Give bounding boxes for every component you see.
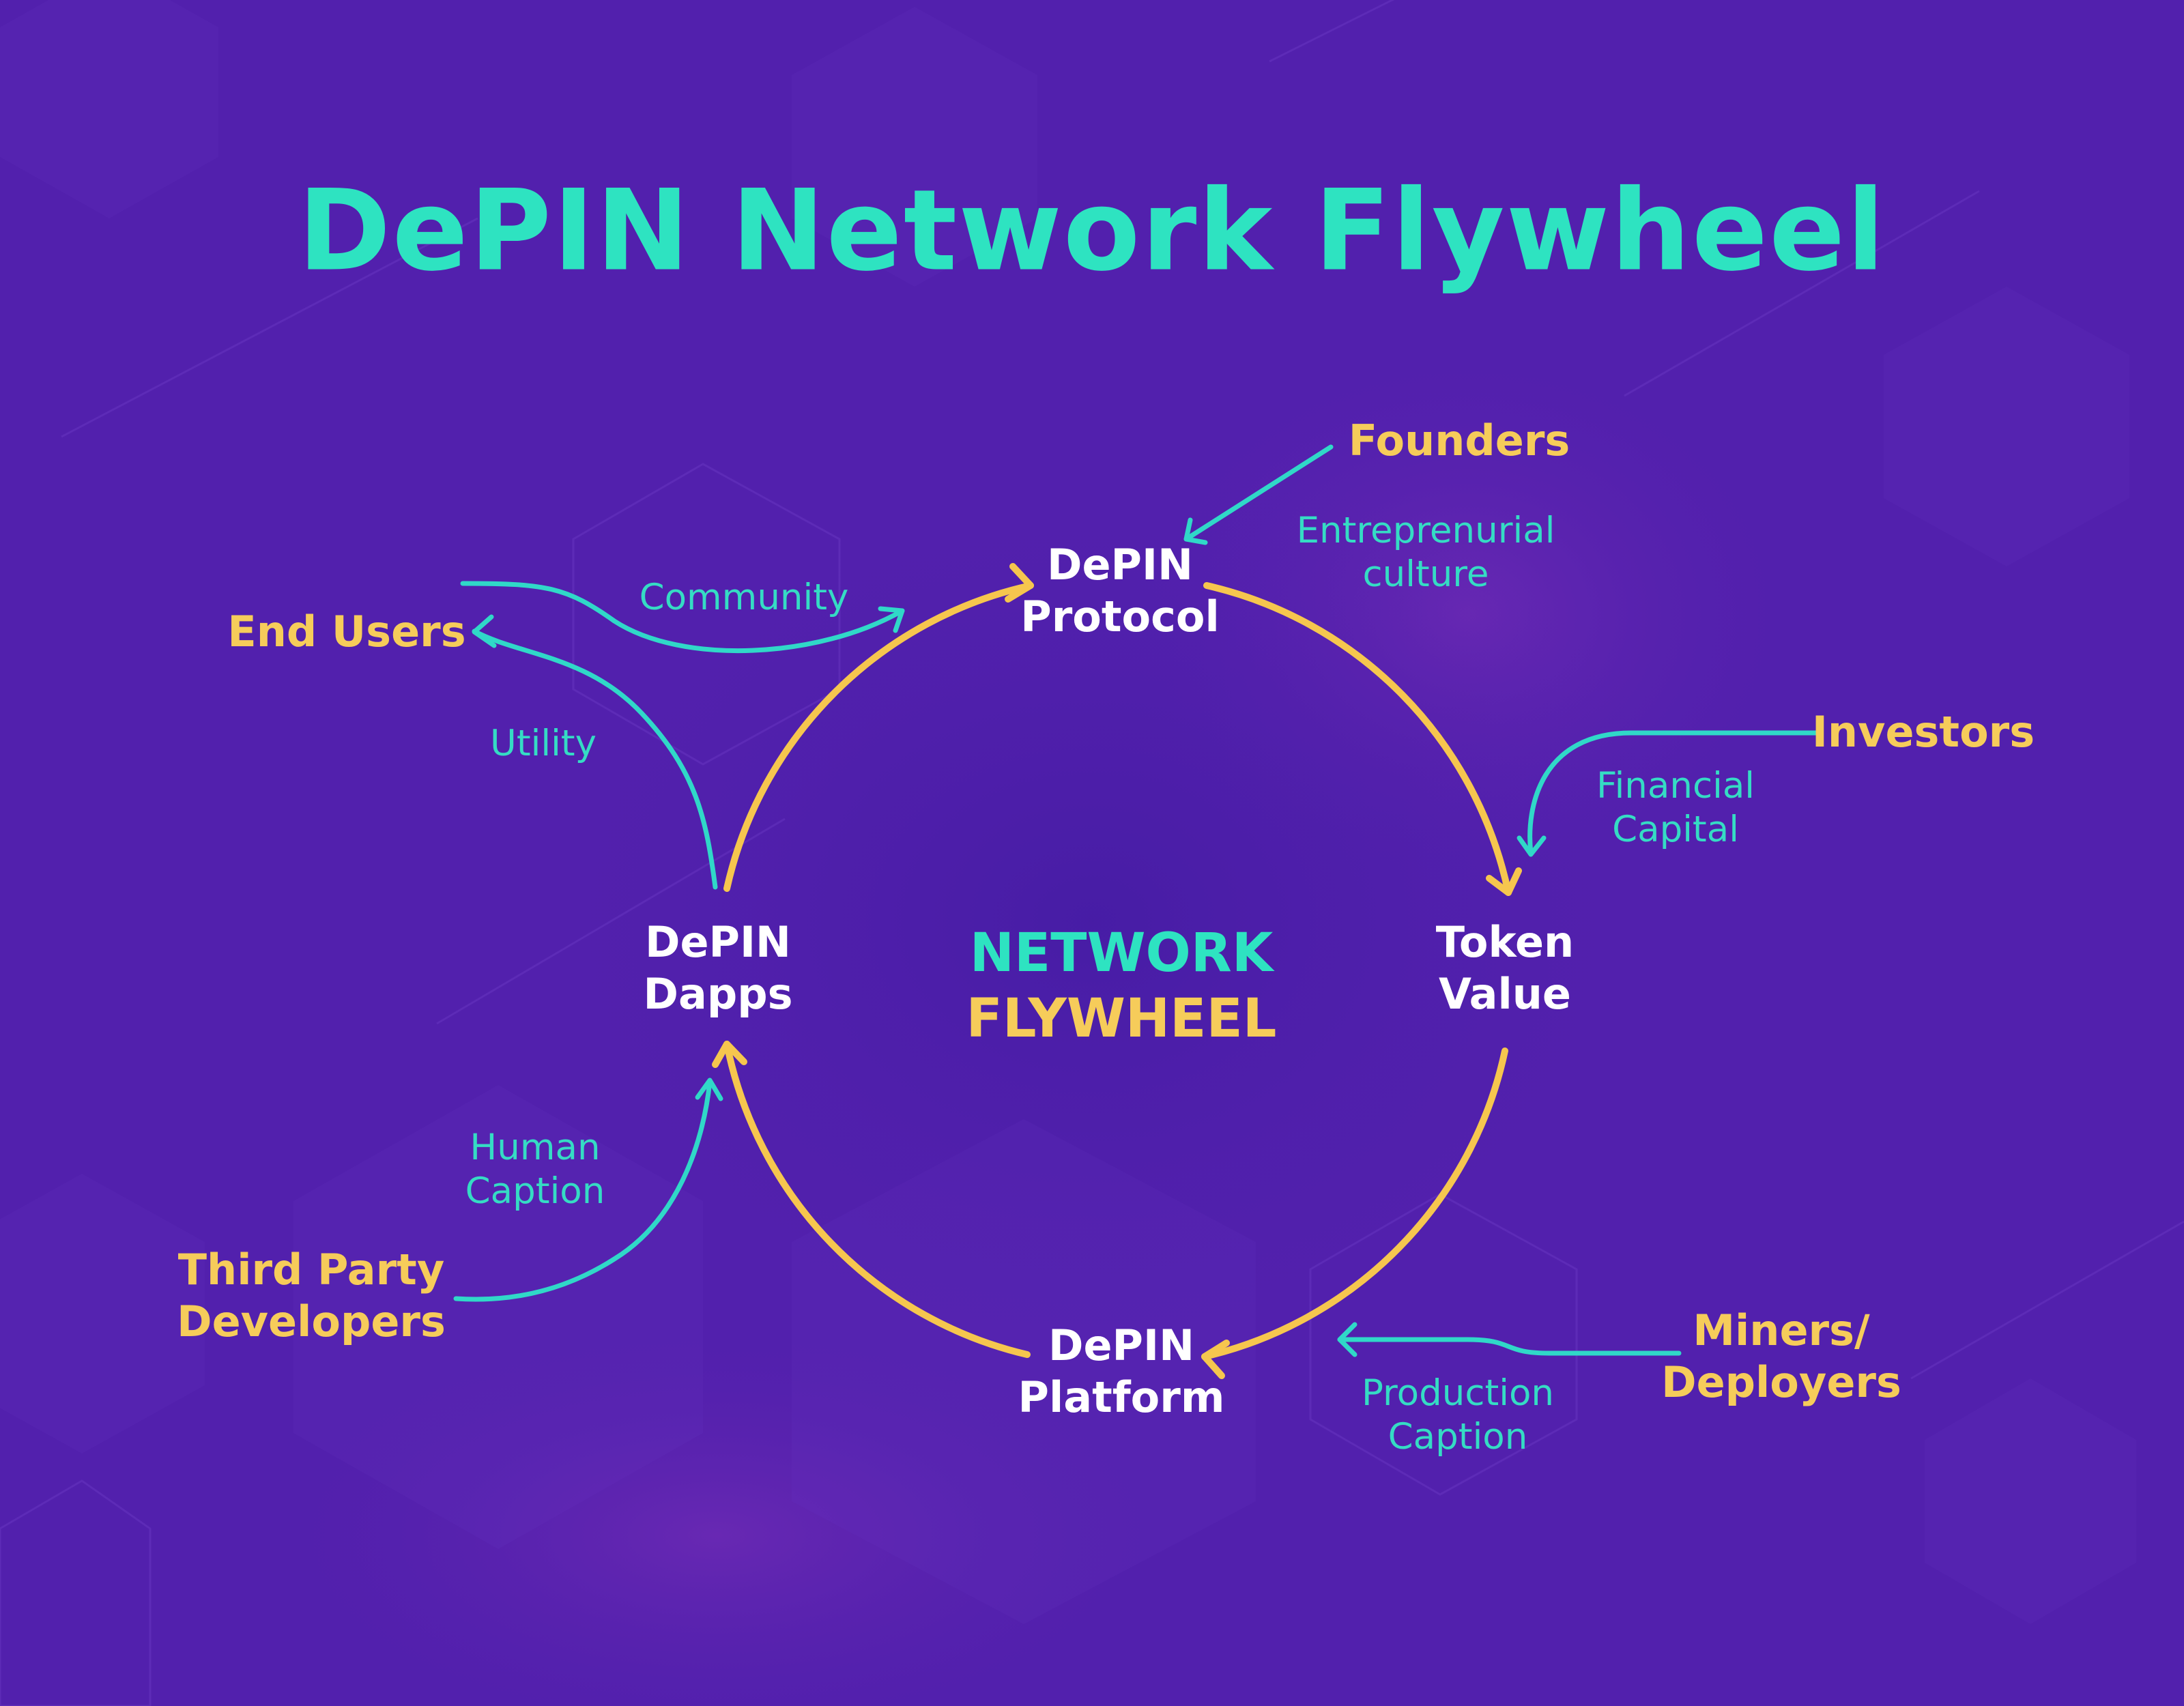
arrow-platform-to-dapps-head <box>712 1041 747 1068</box>
flow-production-caption-line2: Caption <box>1388 1416 1528 1458</box>
flow-entrepreneurial-culture-line1: Entreprenurial <box>1296 510 1555 551</box>
actor-third-party-developers-line2: Developers <box>177 1297 446 1346</box>
node-depin-platform-line2: Platform <box>1018 1372 1225 1422</box>
actor-miners-deployers-line1: Miners/ <box>1693 1305 1870 1355</box>
flow-financial-capital-line2: Capital <box>1612 809 1739 850</box>
flow-community: Community <box>639 577 849 618</box>
node-depin-protocol: DePIN Protocol <box>1020 539 1219 643</box>
arrow-protocol-to-token <box>1203 582 1512 896</box>
center-label-line2: FLYWHEEL <box>966 988 1277 1050</box>
arrow-platform-to-dapps <box>723 1041 1031 1358</box>
flow-entrepreneurial-culture-line2: culture <box>1362 553 1489 595</box>
flow-financial-capital-line1: Financial <box>1596 765 1755 807</box>
flow-production-caption: Production Caption <box>1362 1372 1554 1459</box>
center-label: NETWORK FLYWHEEL <box>966 921 1277 1052</box>
center-label-line1: NETWORK <box>969 923 1274 984</box>
node-depin-dapps-line2: Dapps <box>643 969 793 1019</box>
actor-investors: Investors <box>1811 707 2035 757</box>
arrow-founders-to-protocol-head <box>1183 517 1208 545</box>
arrow-dapps-to-endusers-head <box>472 614 497 648</box>
flow-human-caption-line1: Human <box>470 1127 601 1168</box>
arrow-dapps-to-protocol <box>723 582 1034 892</box>
actor-third-party-developers: Third Party Developers <box>177 1244 446 1348</box>
flow-utility: Utility <box>490 723 597 764</box>
node-depin-platform-line1: DePIN <box>1048 1320 1194 1370</box>
page-title: DePIN Network Flywheel <box>298 165 1886 296</box>
arrow-developers-to-dapps <box>453 1079 713 1302</box>
flow-human-caption-line2: Caption <box>465 1170 605 1212</box>
arrow-community-to-protocol-head <box>878 606 905 633</box>
flow-production-caption-line1: Production <box>1362 1372 1554 1414</box>
arrow-investors-to-token-head <box>1517 835 1547 857</box>
arrow-miners-to-platform-head <box>1337 1322 1357 1357</box>
arrow-protocol-to-token-head <box>1486 867 1522 896</box>
node-depin-protocol-line1: DePIN <box>1047 540 1193 590</box>
arrow-token-to-platform-head <box>1201 1340 1230 1379</box>
flow-financial-capital: Financial Capital <box>1596 764 1755 852</box>
arrow-investors-to-token <box>1527 730 1822 856</box>
actor-end-users: End Users <box>227 607 466 656</box>
arrow-token-to-platform <box>1201 1047 1508 1360</box>
arrow-dapps-to-endusers <box>472 628 718 890</box>
arrow-founders-to-protocol <box>1183 444 1334 542</box>
node-token-value-line2: Value <box>1439 969 1571 1019</box>
flow-human-caption: Human Caption <box>465 1126 605 1213</box>
actor-third-party-developers-line1: Third Party <box>177 1245 445 1295</box>
arrow-dapps-to-protocol-head <box>1005 563 1034 603</box>
node-depin-dapps: DePIN Dapps <box>644 916 793 1020</box>
node-token-value: Token Value <box>1436 916 1574 1020</box>
actor-miners-deployers: Miners/ Deployers <box>1661 1305 1901 1408</box>
arrow-miners-to-platform <box>1337 1337 1682 1356</box>
arrow-community-to-protocol <box>460 581 905 654</box>
actor-founders: Founders <box>1348 416 1570 465</box>
flow-entrepreneurial-culture: Entreprenurial culture <box>1297 509 1555 596</box>
arrow-developers-to-dapps-head <box>695 1078 723 1101</box>
actor-miners-deployers-line2: Deployers <box>1661 1357 1901 1407</box>
node-depin-platform: DePIN Platform <box>1018 1320 1225 1423</box>
node-depin-protocol-line2: Protocol <box>1020 592 1220 641</box>
node-depin-dapps-line1: DePIN <box>645 917 791 967</box>
node-token-value-line1: Token <box>1435 917 1575 967</box>
